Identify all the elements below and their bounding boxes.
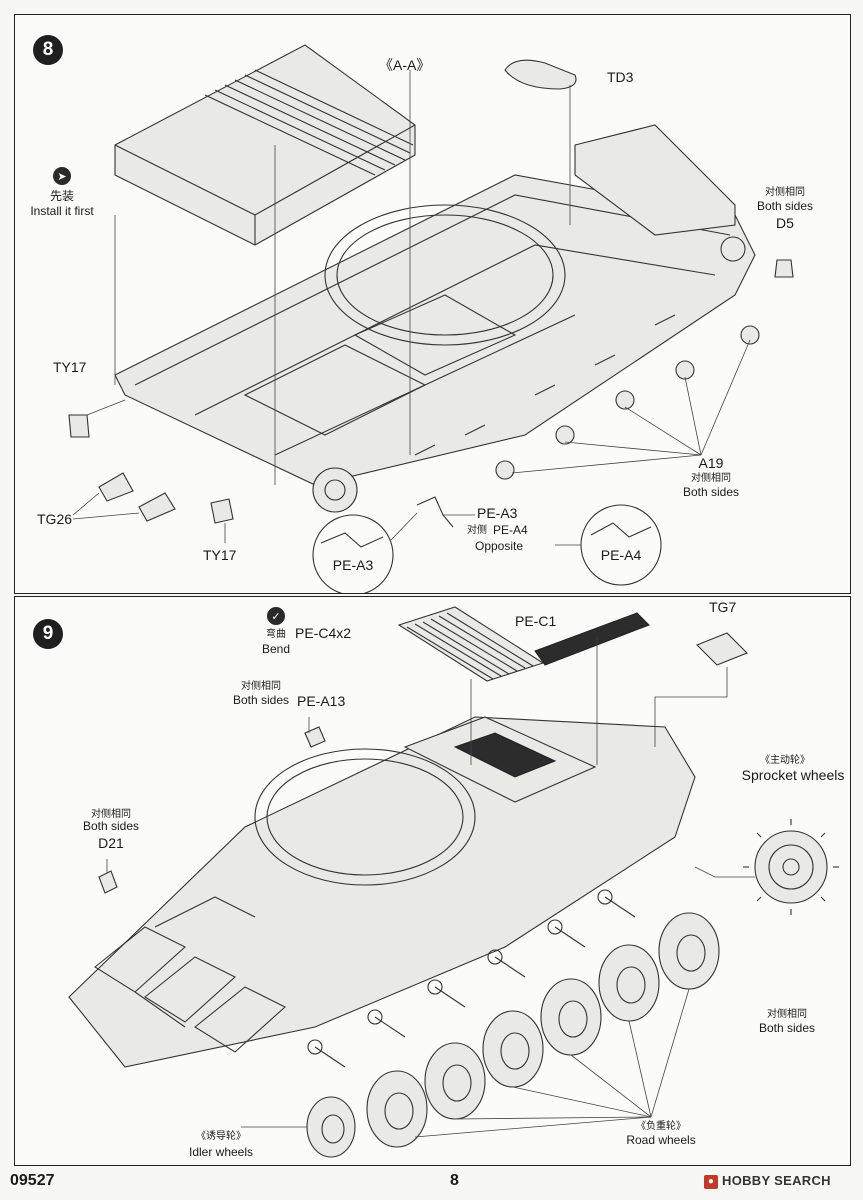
tg26-part-b — [138, 492, 176, 522]
td3-part — [504, 59, 577, 90]
turret-ring-9 — [254, 748, 476, 886]
ty17-top-label: TY17 — [53, 359, 87, 375]
step-8-drawing — [68, 44, 794, 593]
pe-a3-callout — [312, 514, 394, 593]
suspension-row — [312, 236, 760, 513]
step-9-badge: 9 — [33, 619, 63, 649]
ty17-top-part — [68, 414, 90, 438]
pe-a3-label: PE-A3 — [477, 505, 518, 521]
page-number: 8 — [450, 1172, 459, 1189]
d21-both-en: Both sides — [82, 819, 140, 833]
d5-both-sides-en: Both sides — [756, 199, 814, 213]
pe-c4x2-part — [397, 606, 545, 682]
right-both-cn: 对侧相同 — [767, 1009, 807, 1020]
pe-a4-inline-label: PE-A4 — [493, 523, 528, 537]
tg26-label: TG26 — [37, 511, 73, 527]
tg7-label: TG7 — [709, 599, 737, 615]
tg26-part-a — [98, 472, 134, 502]
road-wheels-en: Road wheels — [626, 1133, 696, 1147]
d21-both-cn: 对侧相同 — [91, 809, 131, 820]
watermark-text: HOBBY SEARCH — [722, 1173, 831, 1188]
tg7-part — [696, 632, 748, 666]
step-8-panel: 8 — [14, 14, 851, 594]
pe-c1-part — [534, 612, 650, 666]
step-8-badge: 8 — [33, 35, 63, 65]
bend-cn: 弯曲 — [266, 629, 286, 640]
opposite-cn: 对侧 — [467, 525, 487, 536]
d21-part — [98, 870, 118, 894]
pe-c4x2-label: PE-C4x2 — [295, 625, 352, 641]
install-first-en: Install it first — [30, 204, 94, 218]
d5-label: D5 — [776, 215, 794, 231]
a19-both-sides-cn: 对侧相同 — [691, 473, 731, 484]
sprocket-cn: 《主动轮》 — [760, 755, 810, 766]
watermark-logo-icon: ● — [704, 1175, 718, 1189]
pe-a4-callout — [580, 504, 662, 586]
pe-a3-part — [416, 496, 454, 528]
idler-wheel — [306, 1096, 356, 1158]
road-wheels-cn: 《负重轮》 — [636, 1121, 686, 1132]
turret-ring — [324, 204, 566, 346]
pe-a13-label: PE-A13 — [297, 693, 346, 709]
step-9-drawing — [68, 606, 839, 1158]
bend-en: Bend — [261, 642, 291, 656]
d21-label: D21 — [98, 835, 124, 851]
step-9-panel: 9 — [14, 596, 851, 1166]
pe-a13-part — [304, 726, 326, 748]
section-aa-label: 《A-A》 — [379, 57, 431, 73]
sprocket-wheel — [743, 819, 839, 915]
callout-pe-a4-label: PE-A4 — [600, 547, 642, 563]
idler-wheels-cn: 《诱导轮》 — [196, 1131, 246, 1142]
a19-both-sides-en: Both sides — [682, 485, 740, 499]
right-both-en: Both sides — [758, 1021, 816, 1035]
install-first-cn: 先装 — [49, 189, 75, 203]
arrow-right-circle-icon: ➤ — [53, 167, 71, 185]
pe-a13-both-cn: 对侧相同 — [241, 681, 281, 692]
rear-deck-assembly — [114, 44, 416, 246]
callout-pe-a3-label: PE-A3 — [332, 557, 374, 573]
ty17-bottom-part — [210, 498, 234, 524]
a19-label: A19 — [698, 455, 724, 471]
bend-circle-icon: ✓ — [267, 607, 285, 625]
hull-body-9 — [68, 716, 696, 1068]
pe-a13-both-en: Both sides — [232, 693, 290, 707]
td3-label: TD3 — [607, 69, 634, 85]
product-code: 09527 — [10, 1172, 55, 1189]
ty17-bottom-label: TY17 — [203, 547, 237, 563]
opposite-en: Opposite — [475, 539, 524, 553]
sprocket-en: Sprocket wheels — [741, 767, 845, 783]
suspension-arms-9 — [307, 889, 636, 1068]
pe-c1-label: PE-C1 — [515, 613, 557, 629]
watermark: ● HOBBY SEARCH — [704, 1173, 831, 1189]
road-wheels — [366, 912, 720, 1148]
idler-wheels-en: Idler wheels — [188, 1145, 254, 1159]
d5-both-sides-cn: 对侧相同 — [765, 187, 805, 198]
